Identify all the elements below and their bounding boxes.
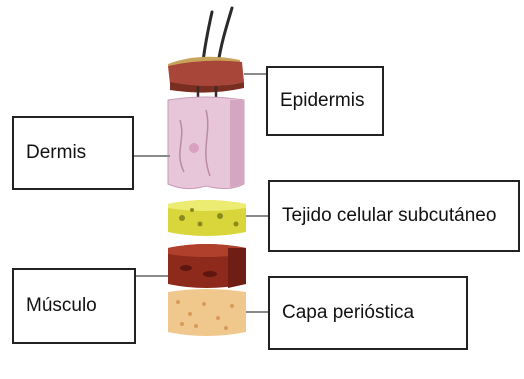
- epidermis-layer: [168, 57, 244, 93]
- dermis-layer: [168, 97, 244, 189]
- label-epidermis-text: Epidermis: [280, 90, 364, 112]
- bone-pore-1: [176, 300, 180, 304]
- hair-strand-2: [218, 8, 232, 64]
- subcutaneous-top: [168, 200, 246, 211]
- hair-strands: [203, 8, 232, 64]
- bone-pore-8: [180, 322, 184, 326]
- label-musculo: Músculo: [12, 268, 136, 344]
- fat-cell-3: [217, 213, 223, 219]
- label-musculo-text: Músculo: [26, 295, 97, 317]
- hair-strand-1: [203, 12, 212, 62]
- bone-pore-2: [188, 312, 192, 316]
- dermis-gland: [189, 143, 199, 153]
- fat-cell-4: [234, 222, 239, 227]
- bone-pore-4: [216, 316, 220, 320]
- subcutaneous-layer: [168, 200, 246, 236]
- dermis-side: [230, 100, 244, 188]
- bone-pore-6: [194, 324, 198, 328]
- muscle-fiber-1: [180, 265, 192, 271]
- fat-cell-2: [198, 222, 203, 227]
- fat-cell-1: [179, 215, 185, 221]
- label-epidermis: Epidermis: [266, 66, 384, 136]
- periosteum-block: [168, 289, 246, 336]
- fat-cell-5: [190, 208, 194, 212]
- label-tejido: Tejido celular subcutáneo: [268, 180, 520, 252]
- bone-pore-3: [202, 302, 206, 306]
- label-dermis: Dermis: [12, 116, 134, 190]
- bone-pore-5: [230, 304, 234, 308]
- muscle-layer: [168, 244, 246, 288]
- muscle-fiber-2: [203, 271, 217, 277]
- label-tejido-text: Tejido celular subcutáneo: [282, 205, 496, 227]
- label-capa: Capa perióstica: [268, 276, 468, 350]
- label-capa-text: Capa perióstica: [282, 302, 414, 324]
- epidermis-body: [168, 61, 244, 87]
- bone-pore-7: [224, 326, 228, 330]
- muscle-side: [228, 248, 246, 288]
- label-dermis-text: Dermis: [26, 142, 86, 164]
- periosteum-layer: [168, 289, 246, 336]
